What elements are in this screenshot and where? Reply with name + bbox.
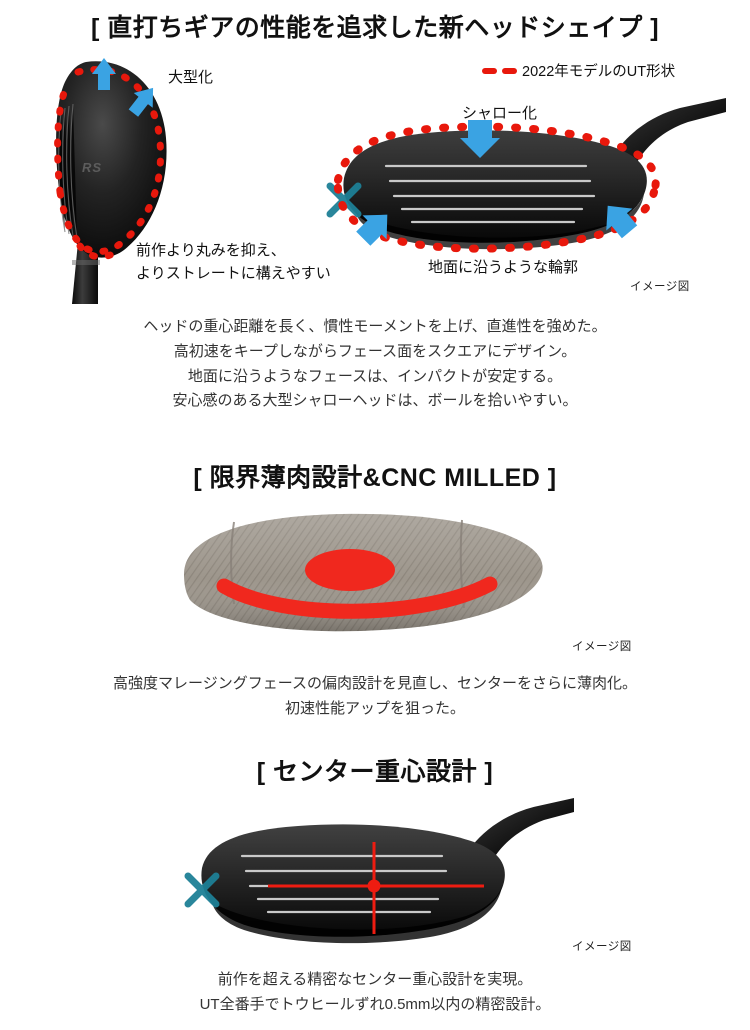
- club-head-address-view: RS: [20, 46, 250, 306]
- club-head-address-svg: RS: [54, 58, 167, 304]
- callout-left-bottom: 前作より丸みを抑え、 よりストレートに構えやすい: [136, 242, 331, 282]
- crown-logo: RS: [82, 160, 102, 175]
- body-line: 高強度マレージングフェースの偏肉設計を見直し、センターをさらに薄肉化。: [113, 675, 637, 692]
- image-note-2: イメージ図: [572, 641, 632, 653]
- body-line: ヘッドの重心距離を長く、慣性モーメントを上げ、直進性を強めた。: [143, 318, 607, 335]
- club-body: [201, 824, 505, 937]
- arrow-down-icon: [460, 120, 500, 158]
- callout-shallow: シャロー化: [462, 105, 538, 122]
- red-dashed-outline-left: [54, 80, 72, 196]
- club-head-center-gravity: [184, 798, 576, 948]
- image-note-1: イメージ図: [630, 281, 690, 293]
- red-dashed-outline-top: [56, 66, 165, 255]
- club-head-face-svg: [326, 98, 726, 253]
- section-2-body: 高強度マレージングフェースの偏肉設計を見直し、センターをさらに薄肉化。 初速性能…: [0, 672, 750, 722]
- section-3-title: [ センター重心設計 ]: [256, 758, 494, 786]
- section-1-title: [ 直打ちギアの性能を追求した新ヘッドシェイプ ]: [90, 14, 660, 42]
- brand-x-logo: [184, 872, 220, 908]
- body-line: 高初速をキープしながらフェース面をスクエアにデザイン。: [173, 342, 577, 360]
- arrow-down-left-icon: [356, 214, 388, 246]
- body-line: 地面に沿うようなフェースは、インパクトが安定する。: [187, 367, 563, 385]
- body-line: 初速性能アップを狙った。: [284, 699, 465, 717]
- hosel-shaft: [614, 98, 726, 164]
- arrow-up-right-icon: [128, 87, 154, 117]
- red-dashed-outline-sole: [333, 176, 658, 253]
- body-line: 安心感のある大型シャローヘッドは、ボールを拾いやすい。: [172, 392, 578, 410]
- legend-2022-ut-shape: 2022年モデルのUT形状: [482, 60, 675, 81]
- club-head-face-view: [326, 96, 728, 271]
- section-2-title: [ 限界薄肉設計&CNC MILLED ]: [193, 464, 557, 492]
- body-line: 前作を超える精密なセンター重心設計を実現。: [217, 971, 533, 988]
- hosel-shaft: [472, 798, 574, 858]
- face-grooves: [384, 164, 596, 224]
- center-gravity-svg: [184, 798, 574, 944]
- club-body: [343, 130, 647, 243]
- image-note-3: イメージ図: [572, 941, 632, 953]
- section-3-body: 前作を超える精密なセンター重心設計を実現。 UT全番手でトウヒールずれ0.5mm…: [0, 968, 750, 1018]
- arrow-up-icon: [92, 58, 116, 90]
- callout-right-bottom: 地面に沿うような輪郭: [428, 259, 579, 276]
- legend-label: 2022年モデルのUT形状: [522, 64, 676, 80]
- red-dashed-outline-sole: [76, 242, 120, 261]
- face-plate-diagram: [172, 508, 572, 638]
- face-plate-svg: [184, 513, 543, 632]
- thin-zone-center: [305, 549, 395, 591]
- body-line: UT全番手でトウヒールずれ0.5mm以内の精密設計。: [199, 995, 551, 1013]
- section-1-body: ヘッドの重心距離を長く、慣性モーメントを上げ、直進性を強めた。 高初速をキープし…: [0, 315, 750, 414]
- legend-dash-icon: [482, 67, 517, 74]
- center-of-gravity-dot: [367, 879, 381, 893]
- arrow-down-right-icon: [606, 205, 638, 239]
- callout-enlarge: 大型化: [168, 69, 214, 86]
- thin-zone-arc: [216, 576, 498, 619]
